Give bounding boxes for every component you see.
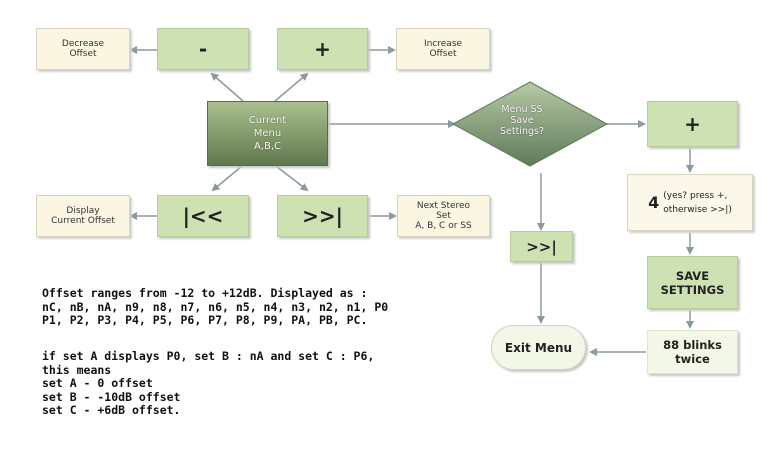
- edge-menu-to-minus: [210, 72, 244, 102]
- menu-ss-save-diamond: [451, 81, 609, 167]
- plus-button: +: [277, 28, 368, 70]
- blinks-twice-node: 88 blinks twice: [647, 330, 738, 374]
- exit-menu-node: Exit Menu: [491, 325, 586, 370]
- step-4-number: 4: [648, 192, 660, 212]
- menu-ss-save-label: Menu SS Save Settings?: [499, 104, 544, 137]
- forward-mid-button: >>|: [510, 231, 573, 262]
- edge-menu-to-plus: [274, 72, 309, 102]
- step-4-text: (yes? press +, otherwise >>|): [663, 190, 732, 215]
- edge-menu-to-forward: [275, 165, 309, 192]
- step-4-node: 4 (yes? press +, otherwise >>|): [627, 174, 753, 231]
- plus-save-button: +: [647, 101, 738, 147]
- decrease-offset-note: Decrease Offset: [36, 28, 130, 70]
- back-button: |<<: [157, 195, 249, 237]
- edge-menu-to-back: [211, 165, 243, 192]
- minus-button: -: [157, 28, 249, 70]
- forward-button: >>|: [277, 195, 368, 237]
- current-menu-node: Current Menu A,B,C: [207, 101, 328, 166]
- next-stereo-set-note: Next Stereo Set A, B, C or SS: [397, 195, 490, 237]
- increase-offset-note: Increase Offset: [396, 28, 490, 70]
- offset-ranges-text: Offset ranges from -12 to +12dB. Display…: [42, 286, 389, 327]
- display-current-offset-note: Display Current Offset: [36, 195, 130, 237]
- offset-example-text: if set A displays P0, set B : nA and set…: [42, 349, 375, 417]
- save-settings-node: SAVE SETTINGS: [647, 256, 738, 309]
